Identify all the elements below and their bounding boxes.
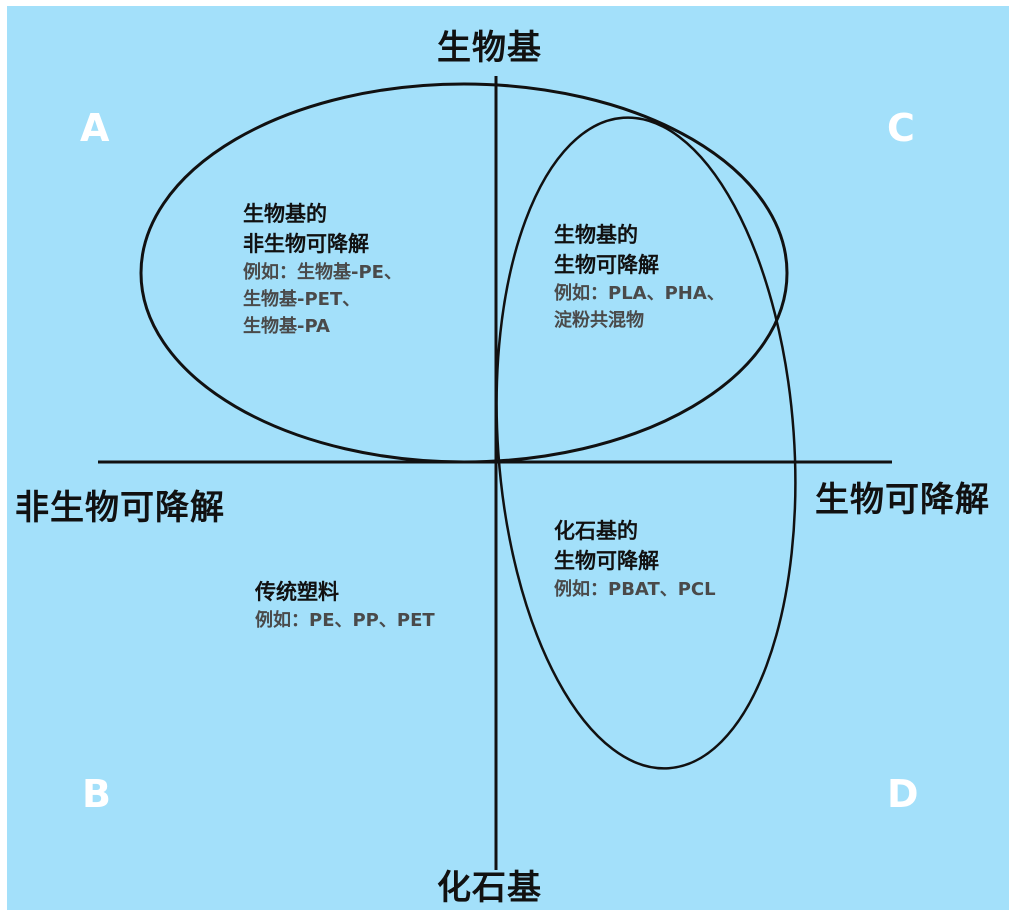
region-example-line: 例如：PE、PP、PET (255, 610, 435, 631)
biodegradable-ellipse (495, 116, 797, 770)
axis-label-bottom: 化石基 (437, 868, 542, 908)
region-title-line: 传统塑料 (255, 580, 339, 604)
region-example-line: 例如：PLA、PHA、 (554, 283, 725, 304)
region-title-line: 生物可降解 (554, 549, 659, 573)
bio-based-non-biodegradable-ellipse (139, 82, 789, 464)
quadrant-letter-c: C (887, 106, 915, 150)
diagram-graphics (98, 76, 892, 870)
axis-label-right: 生物可降解 (815, 480, 990, 520)
region-title-line: 生物基的 (243, 202, 327, 226)
region-fossil-based-biodegradable: 化石基的 生物可降解 例如：PBAT、PCL (554, 516, 716, 603)
quadrant-letter-a: A (80, 106, 110, 150)
region-title-line: 生物基的 (554, 223, 638, 247)
axis-label-top: 生物基 (437, 28, 542, 68)
region-example-line: 例如：PBAT、PCL (554, 579, 716, 600)
region-title-line: 化石基的 (554, 519, 638, 543)
region-title-line: 生物可降解 (554, 253, 659, 277)
region-example-line: 生物基-PET、 (243, 289, 361, 310)
region-example-line: 淀粉共混物 (554, 310, 644, 331)
region-example-line: 例如：生物基-PE、 (243, 262, 402, 283)
axis-label-left: 非生物可降解 (15, 488, 225, 528)
region-traditional-plastics: 传统塑料 例如：PE、PP、PET (255, 577, 435, 634)
region-bio-based-biodegradable: 生物基的 生物可降解 例如：PLA、PHA、 淀粉共混物 (554, 220, 725, 334)
quadrant-letter-b: B (82, 772, 111, 816)
region-bio-based-non-biodegradable: 生物基的 非生物可降解 例如：生物基-PE、 生物基-PET、 生物基-PA (243, 199, 402, 340)
diagram-canvas: 生物基 化石基 非生物可降解 生物可降解 A B C D 生物基的 非生物可降解… (7, 6, 1009, 910)
region-title-line: 非生物可降解 (243, 232, 369, 256)
quadrant-letter-d: D (887, 772, 919, 816)
region-example-line: 生物基-PA (243, 316, 330, 337)
